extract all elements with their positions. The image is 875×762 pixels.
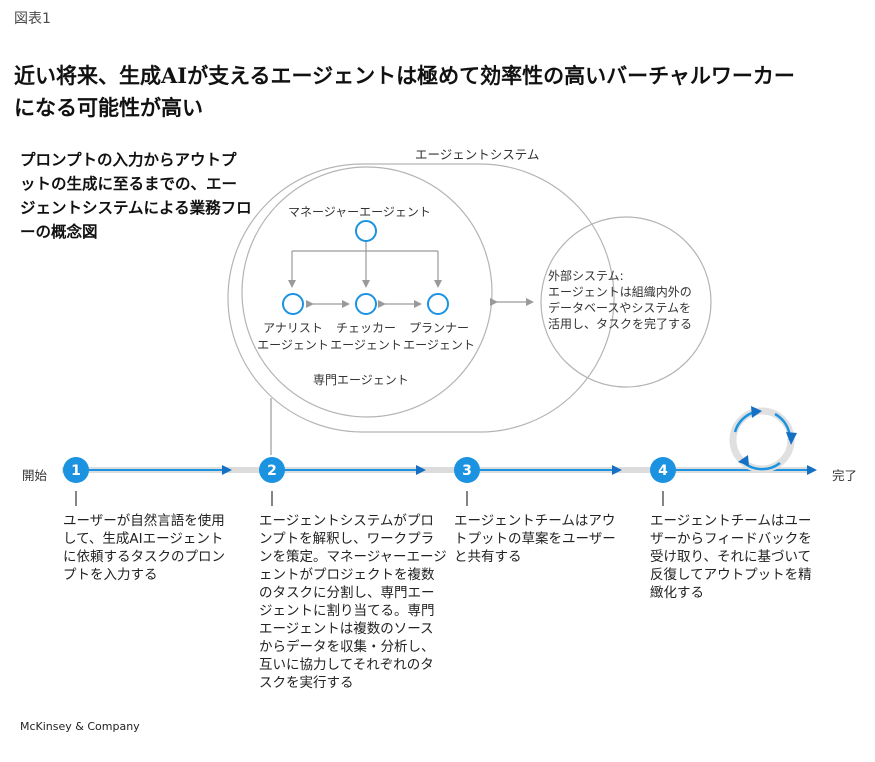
checker-agent-label: チェッカーエージェント: [330, 321, 402, 352]
external-system-circle: [540, 216, 712, 388]
figure-label: 図表1: [14, 11, 51, 27]
external-system-text: 外部システム: エージェントは組織内外のデータベースやシステムを活用し、タスクを…: [548, 269, 693, 331]
step-number-3: 3: [462, 463, 472, 479]
step-text-3: エージェントチームはアウトプットの草案をユーザーと共有する: [454, 513, 616, 565]
specialist-agent-label: 専門エージェント: [313, 373, 409, 387]
step-node-1: 1: [63, 457, 89, 483]
flow-start-label: 開始: [22, 468, 48, 483]
agent-system-label: エージェントシステム: [415, 147, 540, 162]
planner-agent-node: [427, 293, 449, 315]
footer-brand: McKinsey & Company: [20, 720, 140, 733]
step-node-4: 4: [650, 457, 676, 483]
step-text-1: ユーザーが自然言語を使用して、生成AIエージェントに依頼するタスクのプロンプトを…: [63, 513, 225, 583]
refresh-loop-icon: [729, 406, 797, 473]
step-text-2: エージェントシステムがプロンプトを解釈し、ワークプランを策定。マネージャーエージ…: [259, 513, 447, 691]
flow-end-label: 完了: [832, 468, 858, 483]
checker-agent-node: [355, 293, 377, 315]
step-number-2: 2: [267, 463, 277, 479]
agent-system-outline: [227, 163, 615, 433]
step-text-4: エージェントチームはユーザーからフィードバックを受け取り、それに基づいて反復して…: [650, 513, 812, 601]
step-node-2: 2: [259, 457, 285, 483]
planner-agent-label: プランナーエージェント: [403, 321, 475, 352]
analyst-agent-label: アナリストエージェント: [257, 321, 329, 352]
manager-agent-label: マネージャーエージェント: [288, 205, 431, 219]
manager-agent-node: [355, 220, 377, 242]
diagram-subtitle: プロンプトの入力からアウトプットの生成に至るまでの、エージェントシステムによる業…: [20, 151, 252, 241]
specialist-circle: [241, 166, 493, 418]
step-number-1: 1: [71, 463, 81, 479]
specialist-links: [306, 298, 534, 308]
analyst-agent-node: [282, 293, 304, 315]
step-number-4: 4: [658, 463, 668, 479]
manager-connectors: [288, 242, 442, 288]
step-ticks: [75, 491, 664, 506]
step-node-3: 3: [454, 457, 480, 483]
page-title: 近い将来、生成AIが支えるエージェントは極めて効率性の高いバーチャルワーカーにな…: [14, 63, 795, 120]
